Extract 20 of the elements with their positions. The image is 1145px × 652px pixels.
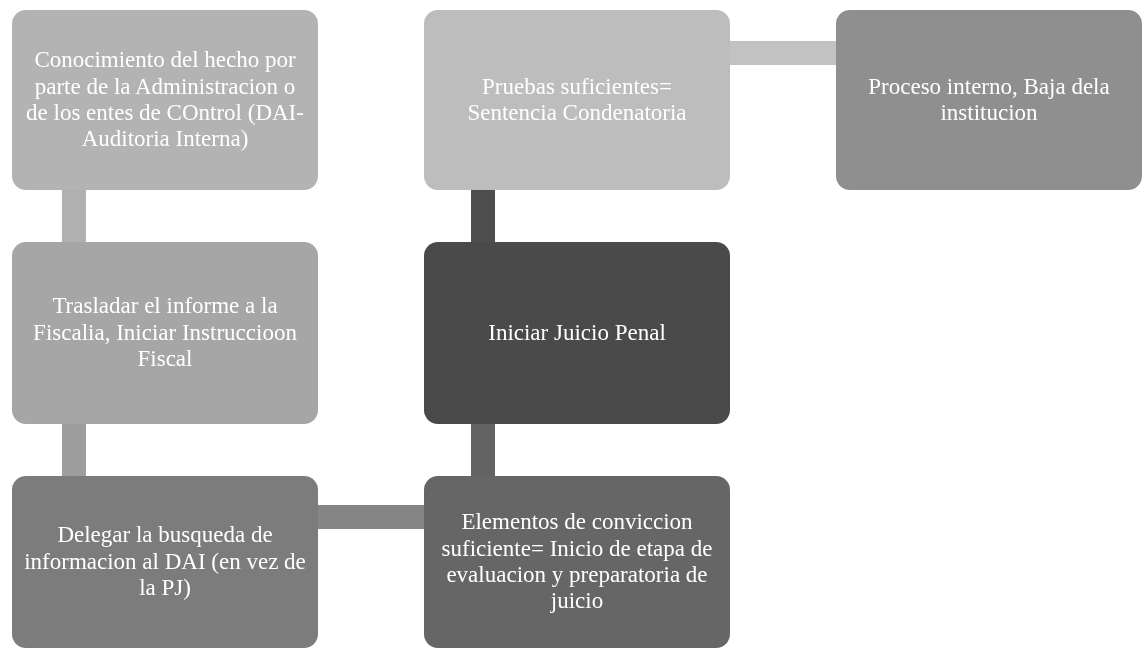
process-box xyxy=(12,476,318,648)
box-text: Pruebas suficientes= Sentencia Condenatoria xyxy=(466,73,688,127)
connector-bar xyxy=(471,424,495,476)
box-text: Iniciar Juicio Penal xyxy=(488,319,666,347)
process-box xyxy=(424,10,730,190)
box-text: Proceso interno, Baja dela institucion xyxy=(867,73,1111,127)
process-box xyxy=(12,10,318,190)
box-text: Trasladar el informe a la Fiscalia, Iniciar Instruccioon Fiscal xyxy=(32,293,298,373)
process-box xyxy=(836,10,1142,190)
connector-bar xyxy=(471,190,495,242)
process-box xyxy=(424,476,730,648)
connector-bar xyxy=(62,424,86,476)
connector-bar xyxy=(730,41,836,65)
box-text: Delegar la busqueda de informacion al DAI (en vez de la PJ) xyxy=(24,522,306,602)
process-box xyxy=(424,242,730,424)
connector-bar xyxy=(62,190,86,242)
box-text: Conocimiento del hecho por parte de la Administracion o de los entes de COntrol (DAI-Auditoria Interna) xyxy=(25,47,305,153)
box-text: Elementos de conviccion suficiente= Inicio de etapa de evaluacion y preparatoria de juicio xyxy=(440,509,714,615)
connector-bar xyxy=(318,505,424,529)
process-box xyxy=(12,242,318,424)
